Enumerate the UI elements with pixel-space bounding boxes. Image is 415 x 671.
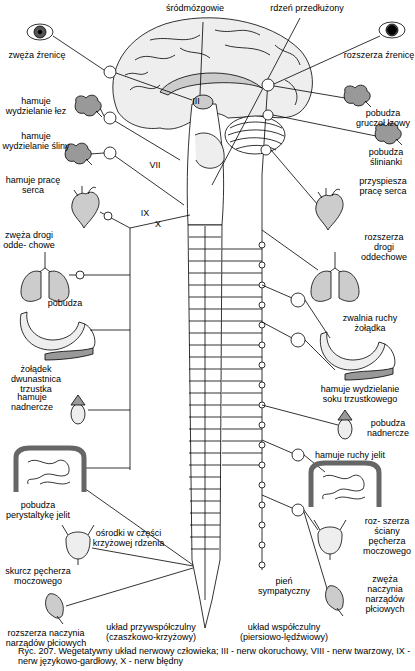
parasympathetic-ganglion <box>76 271 84 279</box>
cerebellum <box>225 116 285 154</box>
effect-label: skurcz pęcherza moczowego <box>2 566 74 586</box>
trunk-ganglion <box>259 562 265 568</box>
lungs-icon <box>21 252 69 301</box>
eye-icon <box>27 24 53 40</box>
rami-communicantes <box>222 249 262 465</box>
trunk-ganglion <box>259 482 265 488</box>
effect-label: pobudza perystaltykę jelit <box>2 500 74 520</box>
system-label: układ współczulny (piersiowo-lędźwiowy) <box>232 622 336 642</box>
lacrimal-gland-icon <box>75 95 102 117</box>
cervical-ganglion <box>262 79 274 91</box>
effect-label: rozszerza naczynia narządów płciowych <box>0 628 92 648</box>
intestine-icon <box>311 463 379 507</box>
intestine-icon <box>16 448 84 492</box>
region-label: pień sympatyczny <box>258 576 310 596</box>
adrenal-icon <box>338 410 352 439</box>
adrenal-icon <box>71 395 85 424</box>
parasympathetic-ganglion <box>104 212 112 220</box>
effect-label: roz- szerza ściany pęcherza moczowego <box>360 516 414 556</box>
prevertebral-ganglion <box>291 293 305 307</box>
system-label: układ przywspółczulny (czaszkowo-krzyżow… <box>95 622 207 642</box>
genital-icon <box>326 586 344 616</box>
effect-label: zwęża naczynia narządów płciowych <box>356 574 414 614</box>
figure-caption: Ryc. 207. Wegetatywny układ nerwowy czło… <box>18 646 413 666</box>
genital-icon <box>46 594 64 624</box>
nerve-number: X <box>153 219 163 229</box>
organ-label: żołądek dwunastnica trzustka <box>5 364 67 394</box>
prevertebral-ganglion <box>292 504 304 516</box>
corpus-callosum <box>160 73 262 95</box>
cranial-nerve <box>53 36 192 205</box>
effect-label: hamuje pracę serca <box>2 175 64 195</box>
trunk-ganglion <box>259 502 265 508</box>
vagus-nerve <box>69 212 190 470</box>
trunk-ganglion <box>259 422 265 428</box>
region-label: rdzeń przedłużony <box>262 3 352 13</box>
effect-label: zwęża źrenicę <box>2 50 72 60</box>
effect-label: pobudza ślinianki <box>357 147 415 167</box>
trunk-ganglion <box>259 382 265 388</box>
pons <box>195 133 224 168</box>
nerve-number: IX <box>138 208 152 218</box>
heart-icon <box>72 186 99 228</box>
effect-label: pobudza <box>40 298 90 308</box>
cervical-ganglion <box>263 110 273 120</box>
effect-label: hamuje wydzielanie łez <box>2 96 70 116</box>
heart-icon <box>316 188 343 230</box>
trunk-ganglion <box>259 362 265 368</box>
bladder-icon <box>314 520 346 560</box>
trunk-ganglion <box>259 302 265 308</box>
prevertebral-ganglion <box>291 333 305 347</box>
trunk-ganglion <box>259 462 265 468</box>
effect-label: rozszerza źrenicę <box>343 50 415 60</box>
cervical-ganglion <box>261 145 271 155</box>
effect-label: hamuje nadnercze <box>2 392 62 412</box>
effect-label: hamuje ruchy jelit <box>300 450 400 460</box>
region-label: śródmózgowie <box>155 3 235 13</box>
trunk-ganglion <box>259 522 265 528</box>
lungs-icon <box>311 252 359 301</box>
effect-label: zwęża drogi odde- chowe <box>0 230 58 250</box>
eye-icon <box>379 22 405 38</box>
effect-label: pobudza nadnercze <box>362 418 414 438</box>
cerebellum-folds <box>228 122 284 150</box>
parasympathetic-ganglion <box>104 112 116 124</box>
nerve-number: VII <box>146 160 164 170</box>
trunk-ganglion <box>259 242 265 248</box>
trunk-ganglion <box>259 342 265 348</box>
parasympathetic-ganglion <box>104 66 116 78</box>
parasympathetic-ganglion <box>104 147 116 159</box>
trunk-ganglion <box>259 542 265 548</box>
leader-line <box>200 18 300 185</box>
effect-label: zwalnia ruchy żołądka <box>330 313 410 333</box>
spinal-cord <box>188 225 222 628</box>
trunk-ganglion <box>259 442 265 448</box>
trunk-ganglion <box>259 262 265 268</box>
nerve-number: III <box>188 96 204 106</box>
effect-label: hamuje wydzielanie śliny <box>2 131 70 151</box>
effect-label: pobudza gruczoł łzowy <box>352 108 414 128</box>
central-canal <box>205 226 206 600</box>
lacrimal-gland-icon <box>344 85 371 107</box>
effect-label: hamuje wydzielanie soku trzustkowego <box>310 384 410 404</box>
brainstem <box>187 104 223 225</box>
bladder-icon <box>62 525 94 565</box>
stomach-icon <box>320 332 395 380</box>
prevertebral-ganglion <box>292 449 304 461</box>
effect-label: przyspiesza pracę serca <box>352 176 414 196</box>
stomach-icon <box>20 312 95 360</box>
region-label: ośrodki w części krzyżowej rdzenia <box>86 528 171 548</box>
effect-label: rozszerza drogi oddechowe <box>355 232 413 262</box>
